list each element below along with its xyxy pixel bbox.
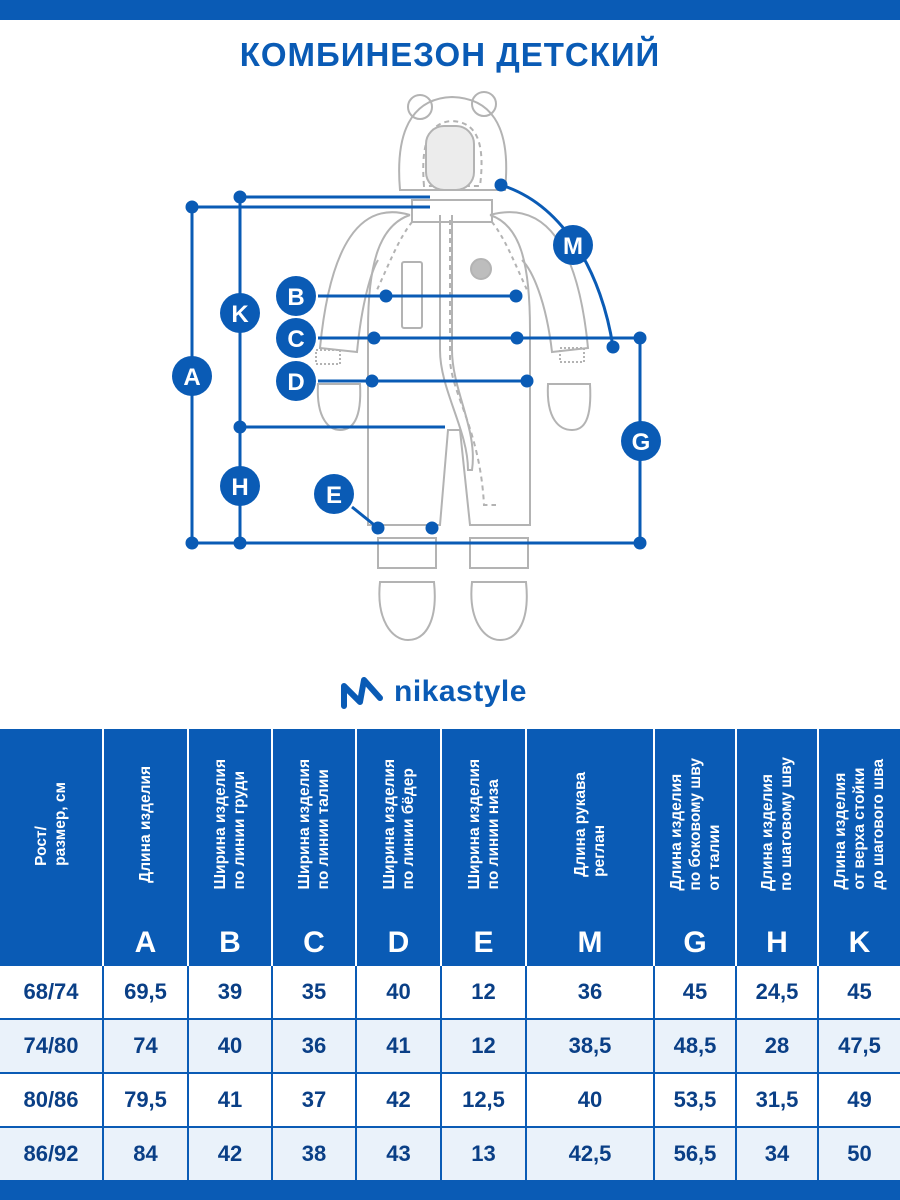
table-cell: 50 xyxy=(818,1127,900,1182)
table-cell: 38,5 xyxy=(526,1019,655,1074)
table-cell: 36 xyxy=(272,1019,357,1074)
table-cell: 49 xyxy=(818,1073,900,1128)
table-cell: 38 xyxy=(272,1127,357,1182)
measure-badge-c: C xyxy=(276,318,316,358)
svg-text:K: K xyxy=(231,301,249,328)
measure-badge-m: M xyxy=(553,225,593,265)
table-cell: 42 xyxy=(356,1073,442,1128)
table-row: 86/92 84 42 38 43 13 42,5 56,5 34 50 xyxy=(0,1127,900,1182)
header-rise-k: Длина изделия от верха стойки до шаговог… xyxy=(818,729,900,966)
table-cell: 68/74 xyxy=(0,966,104,1020)
table-cell: 42,5 xyxy=(526,1127,655,1182)
table-cell: 40 xyxy=(526,1073,655,1128)
top-band xyxy=(0,0,900,20)
table-cell: 53,5 xyxy=(654,1073,737,1128)
table-cell: 74/80 xyxy=(0,1019,104,1074)
table-cell: 35 xyxy=(272,966,357,1020)
table-cell: 31,5 xyxy=(736,1073,819,1128)
measurement-lines xyxy=(185,178,647,550)
header-size: Рост/ размер, см xyxy=(0,729,104,966)
table-cell: 86/92 xyxy=(0,1127,104,1182)
table-cell: 34 xyxy=(736,1127,819,1182)
svg-text:A: A xyxy=(183,364,200,391)
measure-badge-g: G xyxy=(621,421,661,461)
table-cell: 74 xyxy=(103,1019,189,1074)
table-cell: 28 xyxy=(736,1019,819,1074)
measure-badge-b: B xyxy=(276,276,316,316)
table-cell: 40 xyxy=(356,966,442,1020)
garment-outline xyxy=(315,91,592,642)
page-title: КОМБИНЕЗОН ДЕТСКИЙ xyxy=(239,36,661,73)
table-cell: 56,5 xyxy=(654,1127,737,1182)
table-row: 74/80 74 40 36 41 12 38,5 48,5 28 47,5 xyxy=(0,1019,900,1074)
svg-text:B: B xyxy=(287,284,304,311)
svg-text:H: H xyxy=(231,474,248,501)
svg-text:D: D xyxy=(287,369,304,396)
table-cell: 39 xyxy=(188,966,273,1020)
table-row: 68/74 69,5 39 35 40 12 36 45 24,5 45 xyxy=(0,966,900,1020)
table-cell: 12 xyxy=(441,966,527,1020)
table-cell: 79,5 xyxy=(103,1073,189,1128)
table-cell: 41 xyxy=(188,1073,273,1128)
table-cell: 40 xyxy=(188,1019,273,1074)
svg-text:E: E xyxy=(326,482,342,509)
table-cell: 47,5 xyxy=(818,1019,900,1074)
brand-name: nikastyle xyxy=(394,675,527,708)
table-cell: 42 xyxy=(188,1127,273,1182)
table-row: 80/86 79,5 41 37 42 12,5 40 53,5 31,5 49 xyxy=(0,1073,900,1128)
measure-badge-d: D xyxy=(276,361,316,401)
svg-text:C: C xyxy=(287,326,304,353)
measure-badge-e: E xyxy=(314,474,354,514)
table-cell: 69,5 xyxy=(103,966,189,1020)
bottom-band xyxy=(0,1181,900,1200)
table-cell: 80/86 xyxy=(0,1073,104,1128)
table-cell: 45 xyxy=(818,966,900,1020)
svg-text:G: G xyxy=(632,429,651,456)
table-cell: 37 xyxy=(272,1073,357,1128)
measure-badge-h: H xyxy=(220,466,260,506)
table-cell: 13 xyxy=(441,1127,527,1182)
table-cell: 43 xyxy=(356,1127,442,1182)
brand-logo: nikastyle xyxy=(340,670,527,714)
table-cell: 24,5 xyxy=(736,966,819,1020)
measure-badge-k: K xyxy=(220,293,260,333)
overall-sketch: A K H B C D E M G xyxy=(172,91,661,642)
table-cell: 45 xyxy=(654,966,737,1020)
table-cell: 12,5 xyxy=(441,1073,527,1128)
measure-badge-a: A xyxy=(172,356,212,396)
table-cell: 12 xyxy=(441,1019,527,1074)
nikastyle-logo-icon xyxy=(341,677,383,709)
table-cell: 36 xyxy=(526,966,655,1020)
table-cell: 41 xyxy=(356,1019,442,1074)
svg-text:M: M xyxy=(563,233,583,260)
table-cell: 84 xyxy=(103,1127,189,1182)
table-cell: 48,5 xyxy=(654,1019,737,1074)
